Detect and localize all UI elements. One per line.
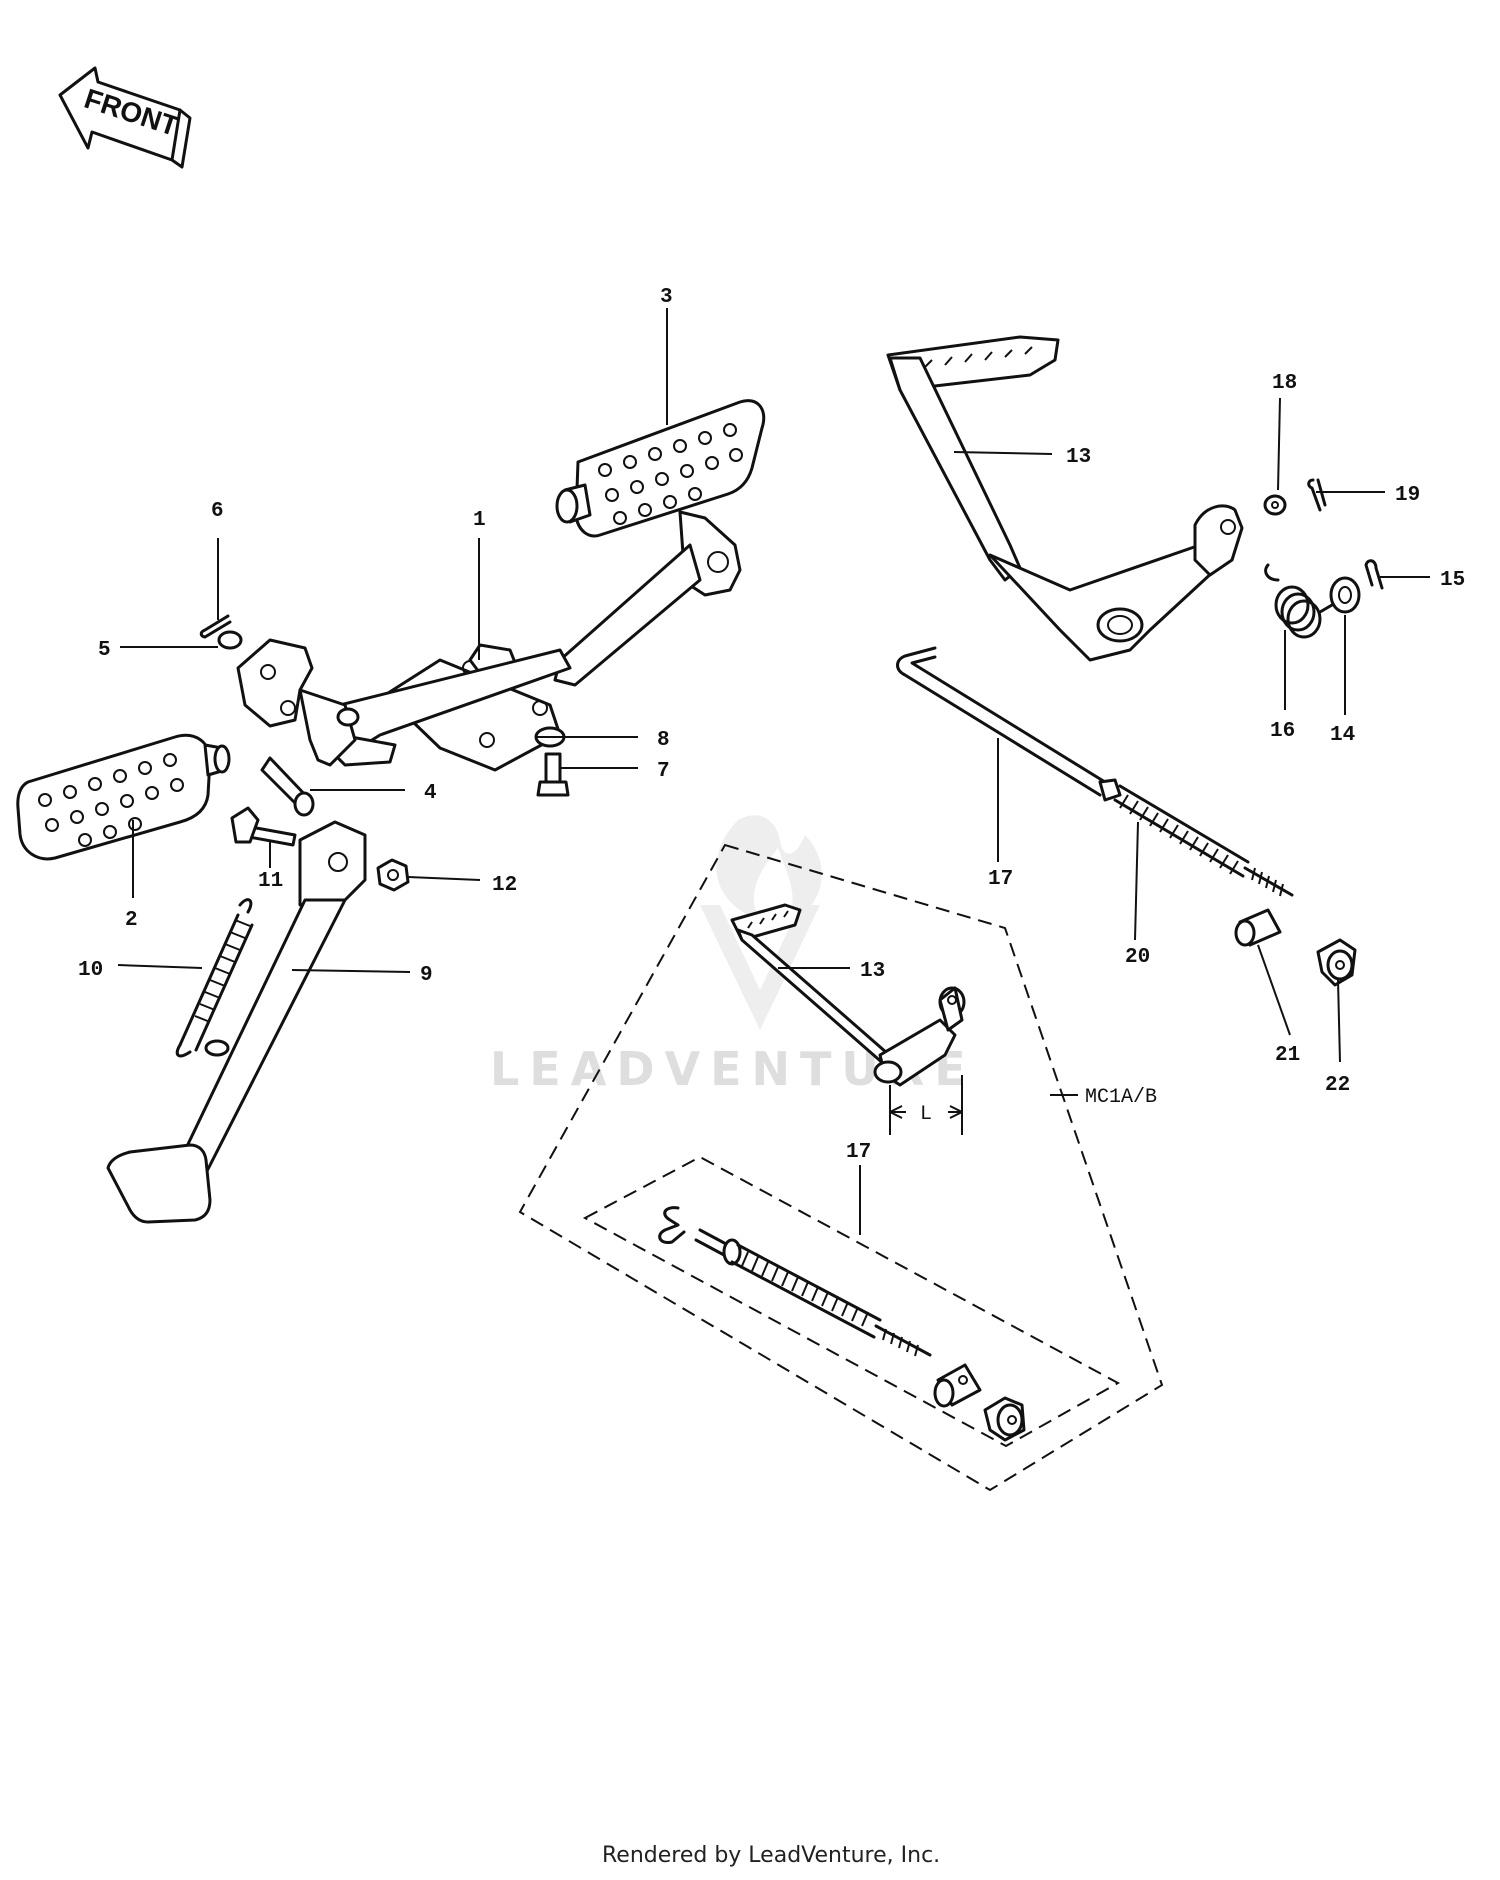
footrest-bracket xyxy=(236,510,742,772)
brake-rod-variant xyxy=(658,1206,932,1357)
bolt-11 xyxy=(230,806,297,847)
nut-12 xyxy=(376,858,410,892)
callout-3: 3 xyxy=(660,286,673,309)
washer-18 xyxy=(1263,494,1287,516)
brake-pedal xyxy=(886,335,1244,662)
footrest-rubber-left xyxy=(16,734,231,861)
footrest-rubber-right xyxy=(555,399,766,538)
callout-16: 16 xyxy=(1270,720,1295,743)
callout-18: 18 xyxy=(1272,372,1297,395)
side-stand xyxy=(106,820,367,1224)
cotter-pin-19 xyxy=(1307,478,1327,512)
callout-14: 14 xyxy=(1330,724,1355,747)
rod-joint xyxy=(1234,908,1282,947)
brake-rod xyxy=(896,646,1122,802)
callout-8: 8 xyxy=(657,729,670,752)
dimension-l: L xyxy=(889,1075,963,1135)
torsion-spring xyxy=(1264,563,1334,639)
callout-10: 10 xyxy=(78,959,103,982)
variant-label: MC1A/B xyxy=(1085,1086,1157,1109)
pivot-pin xyxy=(260,756,315,817)
callout-6: 6 xyxy=(211,500,224,523)
callout-1: 1 xyxy=(473,509,486,532)
variant-region-outline xyxy=(518,843,1164,1492)
stand-spring xyxy=(175,898,254,1058)
dimension-l-label: L xyxy=(920,1103,932,1126)
footer-credit: Rendered by LeadVenture, Inc. xyxy=(602,1843,940,1868)
callout-5: 5 xyxy=(98,639,111,662)
callout-21: 21 xyxy=(1275,1044,1300,1067)
cotter-pin-6 xyxy=(199,614,232,639)
callouts: 1 2 3 4 5 6 7 8 9 10 11 12 13 13 14 15 1… xyxy=(78,286,1465,1164)
callout-13b: 13 xyxy=(860,960,885,983)
callout-7: 7 xyxy=(657,760,670,783)
callout-15: 15 xyxy=(1440,569,1465,592)
callout-20: 20 xyxy=(1125,946,1150,969)
brake-pedal-variant xyxy=(730,903,966,1087)
adjusting-nut xyxy=(1316,938,1357,987)
front-arrow-icon: FRONT xyxy=(58,66,192,169)
washer-14 xyxy=(1329,576,1361,614)
callout-4: 4 xyxy=(424,782,437,805)
brake-rod-spring xyxy=(1113,784,1294,897)
bolt-7 xyxy=(536,752,570,797)
rod-joint-variant xyxy=(933,1363,982,1408)
callout-13: 13 xyxy=(1066,446,1091,469)
adjusting-nut-variant xyxy=(983,1396,1026,1442)
callout-17: 17 xyxy=(988,868,1013,891)
callout-9: 9 xyxy=(420,964,433,987)
washer-5 xyxy=(217,630,243,650)
callout-22: 22 xyxy=(1325,1074,1350,1097)
callout-17b: 17 xyxy=(846,1141,871,1164)
callout-19: 19 xyxy=(1395,484,1420,507)
callout-2: 2 xyxy=(125,909,138,932)
leader-lines xyxy=(117,308,1430,1235)
cable-subregion-outline xyxy=(582,1155,1121,1448)
callout-11: 11 xyxy=(258,870,283,893)
callout-12: 12 xyxy=(492,874,517,897)
cotter-pin-15 xyxy=(1364,559,1384,590)
